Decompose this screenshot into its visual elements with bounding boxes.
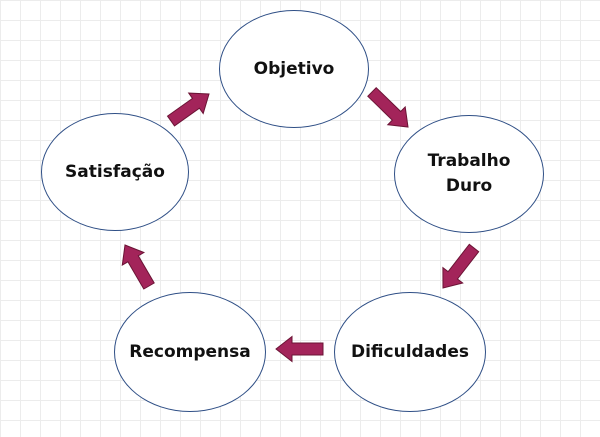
node-trabalho-duro-label: Trabalho Duro: [427, 151, 511, 196]
node-objetivo: Objetivo: [219, 10, 369, 128]
node-recompensa-label: Recompensa: [129, 341, 251, 362]
node-satisfacao: Satisfação: [41, 113, 189, 231]
node-satisfacao-label: Satisfação: [65, 161, 165, 182]
arrow-dificuldades-to-recompensa: [275, 335, 324, 363]
edge-recompensa-to-satisfacao: [121, 244, 155, 290]
arrow-objetivo-to-trabalho-duro: [367, 86, 409, 128]
arrow-trabalho-duro-to-dificuldades: [442, 243, 480, 289]
node-recompensa: Recompensa: [114, 292, 266, 412]
node-objetivo-label: Objetivo: [253, 58, 335, 79]
node-dificuldades-label: Dificuldades: [350, 341, 469, 362]
node-trabalho-duro: Trabalho Duro: [394, 115, 544, 233]
edge-satisfacao-to-objetivo: [166, 92, 210, 127]
edge-trabalho-duro-to-dificuldades: [442, 243, 480, 289]
node-dificuldades: Dificuldades: [334, 292, 486, 412]
arrow-satisfacao-to-objetivo: [166, 92, 210, 127]
edge-dificuldades-to-recompensa: [275, 335, 324, 363]
arrow-recompensa-to-satisfacao: [121, 244, 155, 290]
edge-objetivo-to-trabalho-duro: [367, 86, 409, 128]
